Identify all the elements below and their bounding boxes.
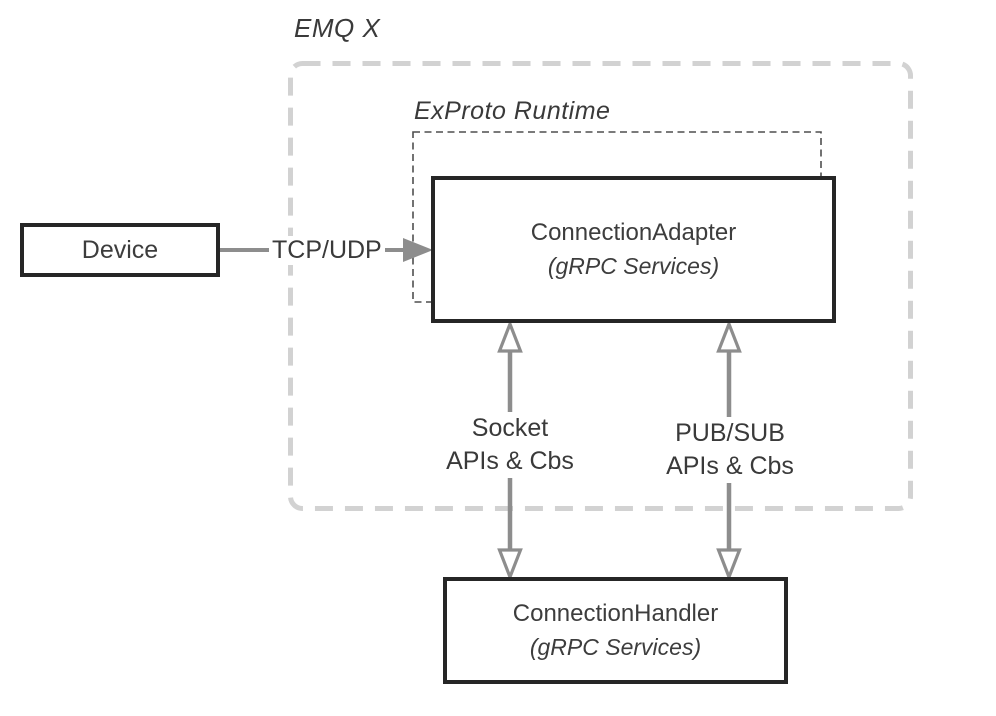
connection-handler-node: ConnectionHandler (gRPC Services) <box>443 577 788 684</box>
device-node-label: Device <box>81 236 159 264</box>
socket-apis-edge-label-line1: Socket <box>471 414 549 442</box>
pubsub-arrowhead-up-icon <box>716 319 742 353</box>
socket-apis-edge-label: Socket APIs & Cbs <box>430 412 590 478</box>
pubsub-arrowhead-down-icon <box>716 548 742 582</box>
pubsub-apis-edge-label: PUB/SUB APIs & Cbs <box>650 417 810 483</box>
tcp-udp-arrowhead <box>403 238 433 262</box>
pubsub-apis-edge-label-line1: PUB/SUB <box>675 419 785 447</box>
socket-arrowhead-down-icon <box>497 548 523 582</box>
connection-handler-title: ConnectionHandler <box>512 600 719 627</box>
connection-adapter-subtitle: (gRPC Services) <box>547 253 720 279</box>
tcp-udp-edge-label: TCP/UDP <box>269 236 385 265</box>
device-node: Device <box>20 223 220 277</box>
connection-adapter-title: ConnectionAdapter <box>530 219 737 246</box>
emqx-zone-title: EMQ X <box>294 13 381 43</box>
pubsub-apis-edge-label-line2: APIs & Cbs <box>666 452 794 480</box>
emqx-dashed-boundary <box>288 61 913 511</box>
connection-adapter-node: ConnectionAdapter (gRPC Services) <box>431 176 836 323</box>
socket-apis-edge-label-line2: APIs & Cbs <box>446 447 574 475</box>
exproto-runtime-zone-title: ExProto Runtime <box>414 97 611 125</box>
connection-handler-subtitle: (gRPC Services) <box>529 634 702 660</box>
socket-arrowhead-up-icon <box>497 319 523 353</box>
